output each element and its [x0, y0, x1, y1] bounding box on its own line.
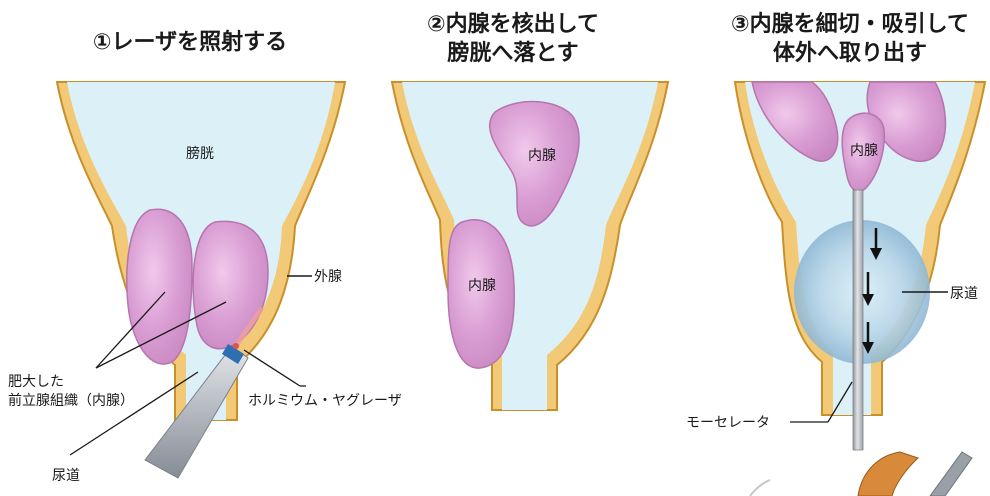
label-holmium-laser: ホルミウム・ヤグレーザ — [248, 393, 402, 409]
label-bladder-step1: 膀胱 — [186, 145, 214, 162]
leader-laser — [244, 350, 300, 386]
label-urethra-step1: 尿道 — [52, 468, 80, 484]
label-hypertrophic-line2: 前立腺組織（内腺） — [8, 392, 134, 409]
panel-3-morcellation: 内腺 尿道 モーセレータ — [686, 82, 985, 496]
label-inner-gland-step2-bottom: 内腺 — [468, 278, 496, 294]
label-inner-gland-step3: 内腺 — [850, 143, 878, 159]
panel-1-laser-irradiation: 膀胱 外腺 肥大した 前立腺組織（内腺） ホルミウム・ヤグレーザ 尿道 — [8, 82, 402, 484]
hypertrophic-prostate-left-lobe — [127, 209, 192, 364]
label-urethra-step3: 尿道 — [950, 286, 978, 302]
label-outer-gland: 外腺 — [314, 269, 342, 285]
panel-2-enucleation: 内腺 内腺 — [392, 82, 668, 410]
morcellator-device-partial — [750, 452, 972, 496]
label-inner-gland-step2-top: 内腺 — [528, 148, 556, 164]
label-morcellator: モーセレータ — [686, 415, 770, 431]
morcellator-tube — [853, 190, 863, 450]
label-hypertrophic-line1: 肥大した — [8, 374, 64, 390]
